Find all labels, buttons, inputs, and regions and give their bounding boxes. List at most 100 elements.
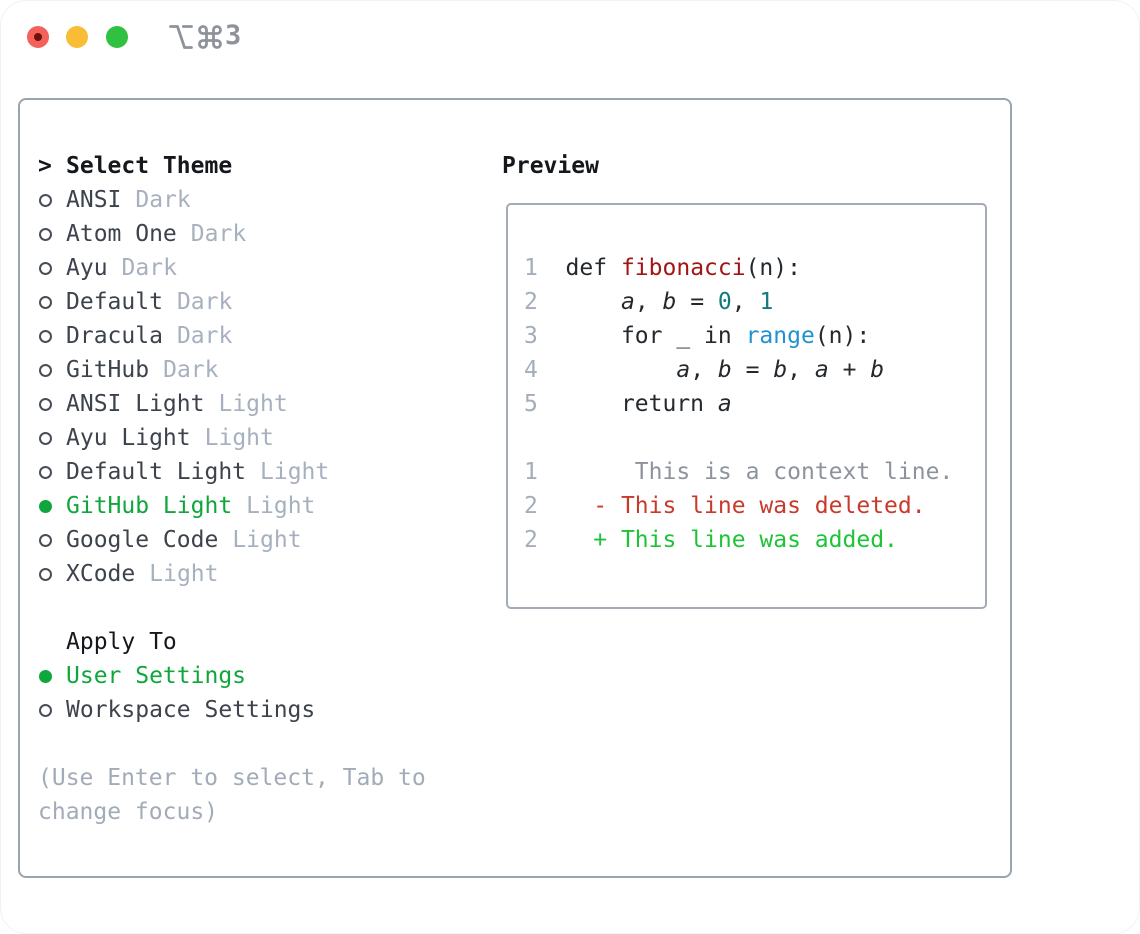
- theme-option[interactable]: Dracula Dark: [38, 319, 488, 353]
- option-label: Dracula: [66, 323, 163, 349]
- option-label: GitHub: [66, 357, 150, 383]
- option-label: Ayu Light: [66, 425, 191, 451]
- theme-option[interactable]: XCode Light: [38, 557, 488, 591]
- option-tag: Light: [149, 561, 219, 587]
- radio-icon: [39, 703, 52, 717]
- option-label: GitHub Light: [66, 493, 233, 519]
- shortcut-digit: 3: [225, 20, 242, 51]
- maximize-button[interactable]: [106, 26, 128, 48]
- spacer: [38, 591, 488, 625]
- radio-icon: [39, 669, 52, 683]
- radio-icon: [39, 465, 52, 479]
- radio-icon: [39, 431, 52, 445]
- apply-to-title: Apply To: [66, 629, 177, 655]
- apply-to-list: User Settings Workspace Settings: [38, 659, 488, 727]
- option-tag: Light: [218, 391, 288, 417]
- preview-code-line: 1 This is a context line.: [524, 459, 954, 485]
- spacer: [38, 727, 488, 761]
- option-label: User Settings: [66, 663, 247, 689]
- option-icon: [169, 25, 193, 49]
- theme-option[interactable]: Default Light Light: [38, 455, 488, 489]
- option-tag: Dark: [163, 357, 219, 383]
- theme-list: ANSI Dark Atom One Dark Ayu Dark Default…: [38, 183, 488, 591]
- theme-option[interactable]: GitHub Light Light: [38, 489, 488, 523]
- selector-column: > Select Theme ANSI Dark Atom One Dark A…: [38, 149, 488, 829]
- option-tag: Dark: [190, 221, 247, 247]
- preview-code-line: 4 a, b = b, a + b: [524, 357, 885, 383]
- option-tag: Light: [232, 527, 302, 553]
- theme-option[interactable]: Ayu Light Light: [38, 421, 488, 455]
- select-theme-title: Select Theme: [66, 153, 233, 179]
- option-tag: Light: [204, 425, 274, 451]
- option-tag: Dark: [121, 255, 177, 281]
- apply-to-option[interactable]: User Settings: [38, 659, 488, 693]
- theme-option[interactable]: GitHub Dark: [38, 353, 488, 387]
- option-label: Default Light: [66, 459, 247, 485]
- radio-icon: [39, 533, 52, 547]
- radio-icon: [39, 227, 52, 241]
- preview-code-line: 2 + This line was added.: [524, 527, 898, 553]
- option-tag: Dark: [135, 187, 191, 213]
- select-theme-header: > Select Theme: [38, 149, 488, 183]
- radio-cell: [38, 465, 66, 479]
- radio-icon: [39, 261, 52, 275]
- preview-code-line: [524, 421, 985, 455]
- radio-icon: [39, 397, 52, 411]
- preview-code-line: 5 return a: [524, 391, 732, 417]
- keyboard-hint: (Use Enter to select, Tab to change focu…: [38, 765, 426, 825]
- radio-cell: [38, 329, 66, 343]
- radio-cell: [38, 227, 66, 241]
- preview-box: 1 def fibonacci(n): 2 a, b = 0, 1 3 for _ …: [506, 203, 987, 609]
- option-label: Default: [66, 289, 163, 315]
- apply-to-option[interactable]: Workspace Settings: [38, 693, 488, 727]
- theme-option[interactable]: ANSI Dark: [38, 183, 488, 217]
- prompt-icon: >: [38, 153, 52, 179]
- option-label: XCode: [66, 561, 136, 587]
- radio-cell: [38, 363, 66, 377]
- radio-icon: [39, 193, 52, 207]
- apply-to-header: Apply To: [38, 625, 488, 659]
- option-label: Atom One: [66, 221, 177, 247]
- radio-cell: [38, 703, 66, 717]
- radio-cell: [38, 193, 66, 207]
- theme-option[interactable]: Default Dark: [38, 285, 488, 319]
- theme-option[interactable]: Atom One Dark: [38, 217, 488, 251]
- radio-cell: [38, 567, 66, 581]
- option-tag: Light: [260, 459, 330, 485]
- option-tag: Dark: [176, 323, 233, 349]
- option-tag: Dark: [176, 289, 233, 315]
- minimize-button[interactable]: [66, 26, 88, 48]
- prompt-cell: >: [38, 153, 66, 179]
- theme-option[interactable]: ANSI Light Light: [38, 387, 488, 421]
- preview-code-line: 1 def fibonacci(n):: [524, 255, 801, 281]
- radio-cell: [38, 669, 66, 683]
- option-label: Workspace Settings: [66, 697, 316, 723]
- option-label: Google Code: [66, 527, 219, 553]
- radio-cell: [38, 431, 66, 445]
- radio-icon: [39, 363, 52, 377]
- option-tag: Light: [246, 493, 316, 519]
- command-icon: [198, 25, 222, 49]
- radio-icon: [39, 295, 52, 309]
- option-label: Ayu: [66, 255, 108, 281]
- radio-cell: [38, 295, 66, 309]
- preview-code-line: 2 - This line was deleted.: [524, 493, 926, 519]
- theme-option[interactable]: Ayu Dark: [38, 251, 488, 285]
- radio-icon: [39, 329, 52, 343]
- radio-cell: [38, 261, 66, 275]
- preview-code-line: 3 for _ in range(n):: [524, 323, 871, 349]
- close-button[interactable]: [27, 26, 49, 48]
- window-shortcut: 3: [167, 20, 242, 52]
- radio-cell: [38, 533, 66, 547]
- option-label: ANSI Light: [66, 391, 205, 417]
- theme-selector-panel: > Select Theme ANSI Dark Atom One Dark A…: [18, 98, 1012, 878]
- preview-code-line: 2 a, b = 0, 1: [524, 289, 774, 315]
- radio-cell: [38, 397, 66, 411]
- theme-option[interactable]: Google Code Light: [38, 523, 488, 557]
- radio-cell: [38, 499, 66, 513]
- radio-icon: [39, 499, 52, 513]
- option-label: ANSI: [66, 187, 122, 213]
- preview-title: Preview: [502, 153, 599, 179]
- radio-icon: [39, 567, 52, 581]
